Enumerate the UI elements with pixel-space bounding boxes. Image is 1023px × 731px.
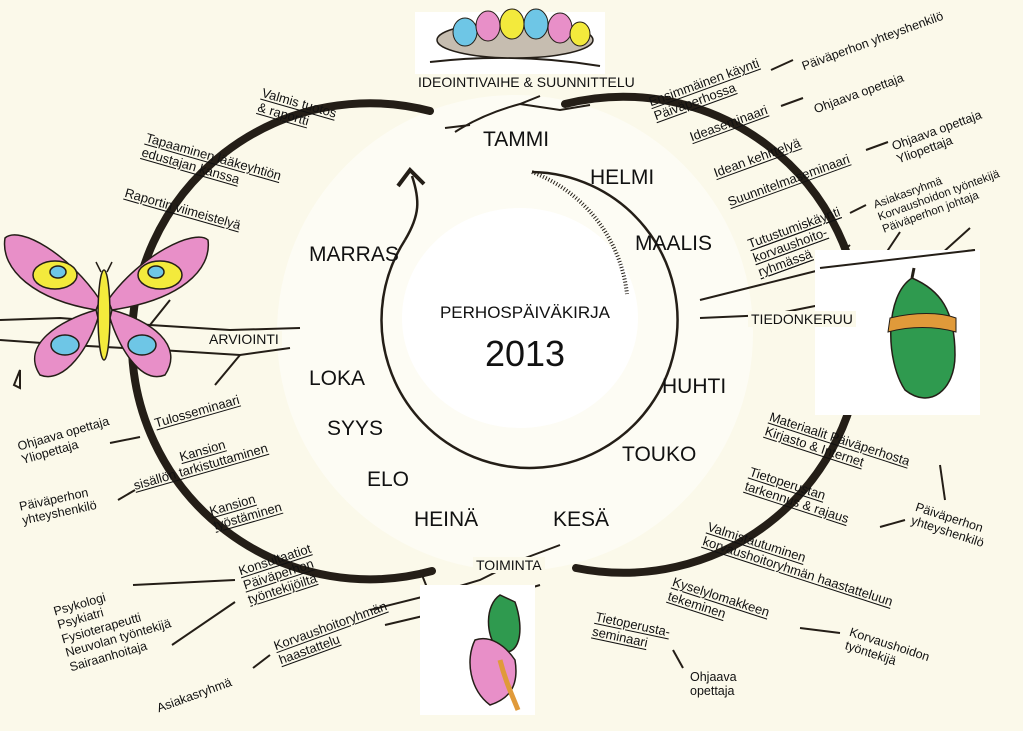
person-ohjaava-opettaja-2: Ohjaava opettaja xyxy=(690,670,737,699)
diagram-title: PERHOSPÄIVÄKIRJA xyxy=(410,303,640,323)
month-touko: TOUKO xyxy=(622,443,696,467)
butterfly-illustration xyxy=(5,235,209,377)
month-syys: SYYS xyxy=(327,417,383,441)
chrysalis-illustration xyxy=(815,250,980,415)
month-loka: LOKA xyxy=(309,367,365,391)
month-marras: MARRAS xyxy=(309,243,399,267)
phase-ideointi: IDEOINTIVAIHE & SUUNNITTELU xyxy=(415,74,638,90)
phase-toiminta: TOIMINTA xyxy=(473,557,545,573)
month-elo: ELO xyxy=(367,468,409,492)
month-huhti: HUHTI xyxy=(662,375,726,399)
month-kesa: KESÄ xyxy=(553,508,609,532)
diagram-year: 2013 xyxy=(430,333,620,375)
phase-arviointi: ARVIOINTI xyxy=(206,331,282,347)
emerging-butterfly-illustration xyxy=(420,585,535,715)
phase-tiedonkeruu: TIEDONKERUU xyxy=(748,311,856,327)
caterpillar-illustration xyxy=(415,9,605,74)
month-heina: HEINÄ xyxy=(414,508,478,532)
month-helmi: HELMI xyxy=(590,166,654,190)
month-maalis: MAALIS xyxy=(635,232,712,256)
month-tammi: TAMMI xyxy=(483,128,549,152)
